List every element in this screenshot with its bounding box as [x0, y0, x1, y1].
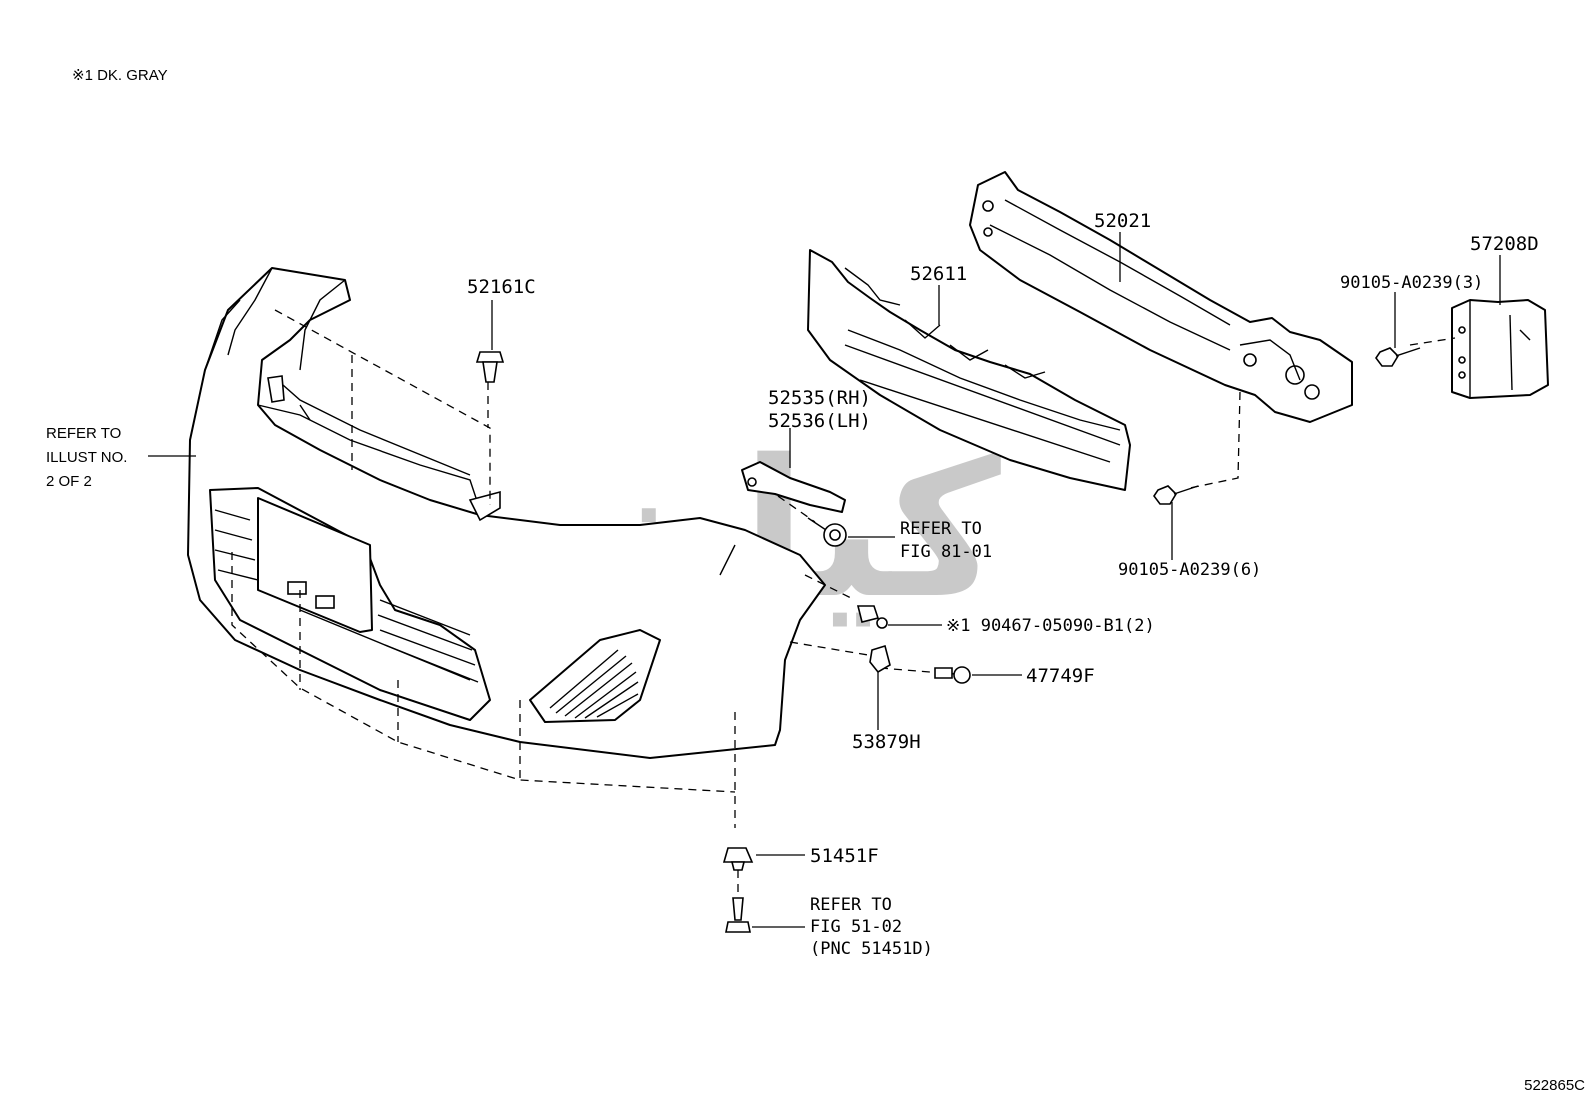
part-label-52535: 52535(RH) — [768, 387, 871, 409]
energy-absorber-52611 — [807, 249, 1131, 491]
retainer-52535-icon — [741, 461, 846, 513]
part-label-52021: 52021 — [1094, 210, 1151, 232]
refer-illust-line2: ILLUST NO. — [46, 449, 127, 466]
part-label-52161C: 52161C — [467, 276, 536, 298]
bracket-dash — [1409, 337, 1456, 346]
clip-51451F-icon — [722, 847, 754, 871]
part-label-57208D: 57208D — [1470, 233, 1539, 255]
part-label-90105-6: 90105-A0239(6) — [1118, 560, 1261, 580]
screw-47749F-icon — [934, 666, 971, 684]
bolt-90105-6-icon — [1153, 485, 1199, 505]
nut-53879H-icon — [869, 644, 891, 674]
leader-lines — [148, 232, 1501, 928]
refer-fig8101-line1: REFER TO — [900, 519, 982, 539]
refer-fig5102-line1: REFER TO — [810, 895, 892, 915]
screw-51451D-icon — [725, 897, 751, 933]
part-label-53879H: 53879H — [852, 731, 921, 753]
part-label-90105-3: 90105-A0239(3) — [1340, 273, 1483, 293]
legend-note: ※1 DK. GRAY — [72, 67, 168, 84]
screw-81-01-icon — [807, 517, 847, 547]
refer-fig8101-line2: FIG 81-01 — [900, 542, 992, 562]
part-label-51451F: 51451F — [810, 845, 879, 867]
figure-id: 522865C — [1524, 1077, 1585, 1094]
bumper-cover — [187, 267, 826, 759]
part-label-47749F: 47749F — [1026, 665, 1095, 687]
part-label-52536: 52536(LH) — [768, 410, 871, 432]
bumper-dash-lines — [231, 309, 931, 828]
bolt-dash — [1189, 391, 1241, 489]
refer-fig5102-line2: FIG 51-02 — [810, 917, 902, 937]
refer-fig5102-line3: (PNC 51451D) — [810, 939, 933, 959]
clip-90467-icon — [856, 605, 888, 629]
clip-52161C-icon — [475, 351, 505, 383]
part-label-90467: ※1 90467-05090-B1(2) — [946, 616, 1155, 636]
refer-illust-line3: 2 OF 2 — [46, 473, 92, 490]
refer-illust-line1: REFER TO — [46, 425, 121, 442]
bracket-57208D — [1451, 299, 1549, 399]
part-label-52611: 52611 — [910, 263, 967, 285]
bolt-90105-3-icon — [1375, 347, 1421, 367]
